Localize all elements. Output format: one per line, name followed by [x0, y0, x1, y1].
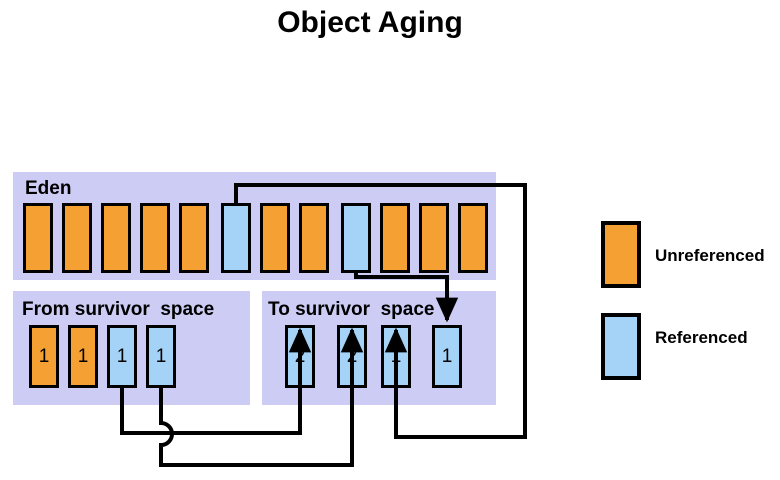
to-survivor-cell-2[interactable]: 2: [337, 325, 367, 388]
eden-cell-5[interactable]: [179, 203, 209, 273]
from-survivor-cell-1[interactable]: 1: [29, 325, 59, 388]
from-survivor-cell-4[interactable]: 1: [146, 325, 176, 388]
eden-cell-7[interactable]: [260, 203, 290, 273]
region-from-survivor-label: From survivor space: [22, 299, 215, 320]
to-survivor-cell-4[interactable]: 1: [432, 325, 462, 388]
legend-swatch-unreferenced: [601, 221, 641, 288]
to-survivor-cell-1[interactable]: 2: [285, 325, 315, 388]
legend-swatch-referenced: [601, 313, 641, 380]
eden-cell-8[interactable]: [299, 203, 329, 273]
page-title: Object Aging: [277, 6, 463, 39]
eden-cell-4[interactable]: [140, 203, 170, 273]
eden-cell-10[interactable]: [380, 203, 410, 273]
from-survivor-cell-3[interactable]: 1: [107, 325, 137, 388]
eden-cell-3[interactable]: [101, 203, 131, 273]
region-eden-label: Eden: [25, 178, 72, 199]
from-survivor-cell-2[interactable]: 1: [68, 325, 98, 388]
legend-label-referenced: Referenced: [655, 328, 748, 347]
eden-cell-6[interactable]: [221, 203, 251, 273]
legend-label-unreferenced: Unreferenced: [655, 246, 765, 265]
to-survivor-cell-3[interactable]: 1: [381, 325, 411, 388]
eden-cell-1[interactable]: [23, 203, 53, 273]
region-to-survivor-label: To survivor space: [268, 299, 435, 320]
eden-cell-2[interactable]: [62, 203, 92, 273]
eden-cell-11[interactable]: [419, 203, 449, 273]
eden-cell-12[interactable]: [458, 203, 488, 273]
eden-cell-9[interactable]: [341, 203, 371, 273]
